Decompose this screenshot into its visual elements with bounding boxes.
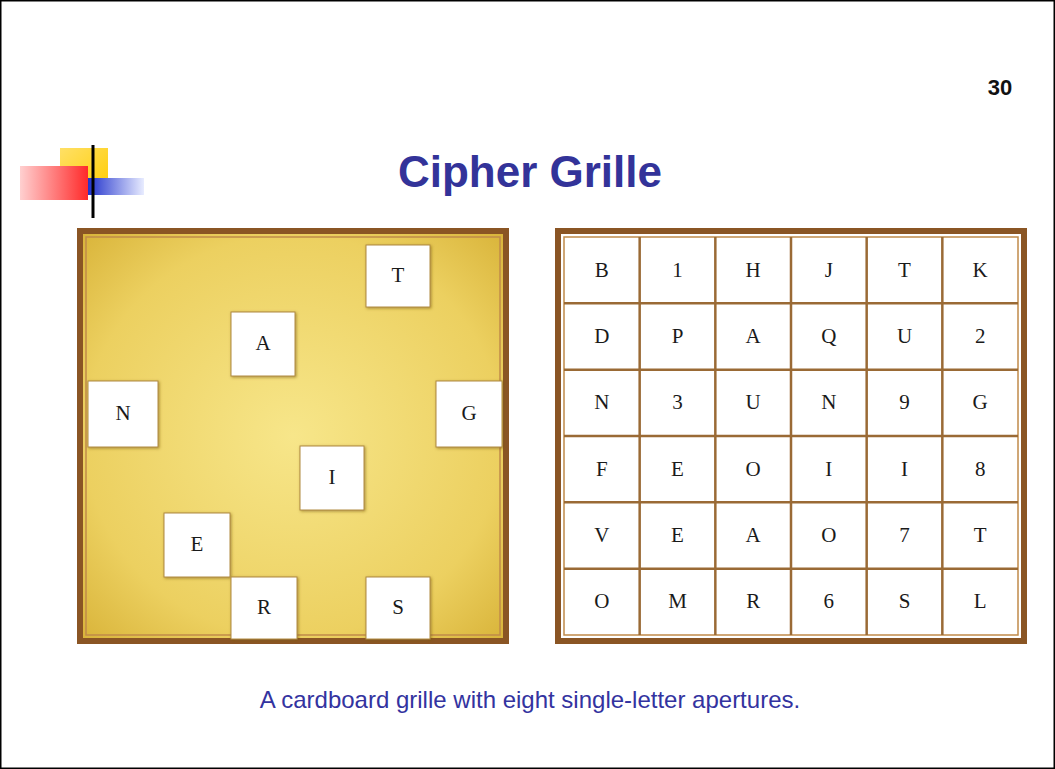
- slide-title: Cipher Grille: [398, 148, 662, 196]
- grille-aperture: [436, 381, 502, 447]
- grille-aperture: [366, 245, 430, 307]
- grid-cell-letter: O: [821, 524, 836, 547]
- grid-cell-letter: 9: [899, 391, 910, 414]
- grille-aperture: [231, 577, 297, 639]
- grid-cell-letter: B: [595, 259, 609, 282]
- grid-cell-letter: J: [825, 259, 833, 282]
- grid-cell-letter: N: [821, 391, 836, 414]
- aperture-letter: R: [257, 596, 271, 619]
- grid-cell-letter: V: [594, 524, 609, 547]
- grid-cell-letter: E: [671, 458, 684, 481]
- aperture-letter: T: [392, 264, 405, 287]
- grid-cell-letter: T: [898, 259, 911, 282]
- grille-aperture: [300, 446, 364, 510]
- grid-line: [564, 302, 1018, 305]
- grid-line: [564, 567, 1018, 570]
- corner-decoration: [20, 145, 144, 218]
- cardboard-grille: [80, 231, 506, 641]
- aperture-letter: G: [461, 402, 476, 425]
- grid-cell-letter: 6: [824, 590, 835, 613]
- grid-cell-letter: 2: [975, 325, 986, 348]
- aperture-letter: N: [115, 402, 130, 425]
- grid-line: [564, 368, 1018, 371]
- grid-cell-letter: E: [671, 524, 684, 547]
- grid-cell-letter: 7: [899, 524, 910, 547]
- grid-cell-letter: U: [746, 391, 761, 414]
- grid-cell-letter: K: [973, 259, 988, 282]
- grid-cell-letter: N: [594, 391, 609, 414]
- grid-cell-letter: 3: [672, 391, 683, 414]
- grid-cell-letter: T: [974, 524, 987, 547]
- grid-cell-letter: Q: [821, 325, 836, 348]
- grid-cell-letter: 1: [672, 259, 683, 282]
- grid-cell-letter: G: [973, 391, 988, 414]
- grid-cell-letter: F: [596, 458, 608, 481]
- grid-cell-letter: M: [668, 590, 687, 613]
- grille-aperture: [88, 381, 158, 447]
- grid-cell-letter: R: [746, 590, 760, 613]
- grid-cell-letter: H: [746, 259, 761, 282]
- grid-cell-letter: P: [672, 325, 684, 348]
- grid-cell-letter: A: [746, 524, 761, 547]
- grid-line: [564, 501, 1018, 504]
- grid-cell-letter: S: [899, 590, 911, 613]
- slide-caption: A cardboard grille with eight single-let…: [260, 687, 800, 713]
- grille-aperture: [231, 312, 295, 376]
- grid-cell-letter: I: [901, 458, 908, 481]
- grille-aperture: [366, 577, 430, 639]
- letter-grid: [558, 231, 1024, 641]
- grid-cell-letter: D: [594, 325, 609, 348]
- grid-cell-letter: O: [746, 458, 761, 481]
- aperture-letter: E: [191, 533, 204, 556]
- aperture-letter: I: [329, 466, 336, 489]
- grid-cell-letter: 8: [975, 458, 986, 481]
- aperture-letter: A: [255, 332, 270, 355]
- grid-cell-letter: L: [974, 590, 987, 613]
- grid-line: [564, 435, 1018, 438]
- grille-aperture: [164, 513, 230, 577]
- grid-cell-letter: O: [594, 590, 609, 613]
- aperture-letter: S: [392, 596, 404, 619]
- page-number: 30: [988, 76, 1012, 100]
- grid-cell-letter: A: [746, 325, 761, 348]
- grid-cell-letter: U: [897, 325, 912, 348]
- grid-cell-letter: I: [825, 458, 832, 481]
